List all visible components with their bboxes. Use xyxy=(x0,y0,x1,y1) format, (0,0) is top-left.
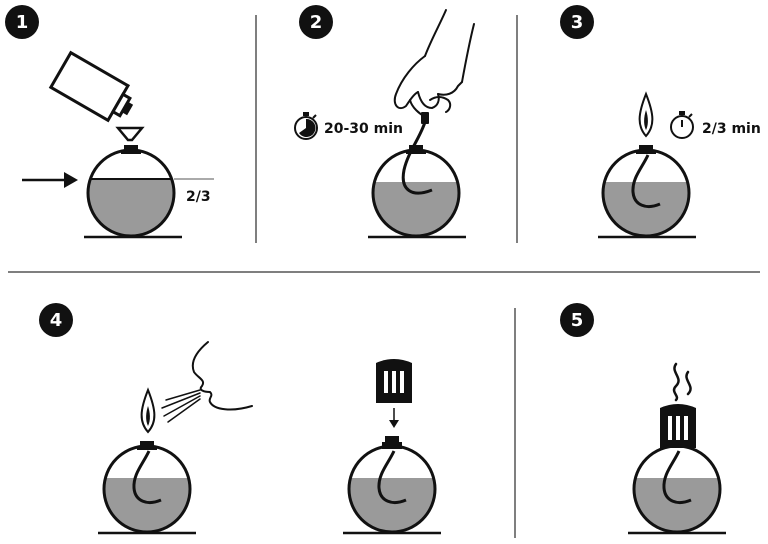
step-5-badge xyxy=(560,303,594,337)
snuffer-cap-icon xyxy=(376,359,412,403)
bottle-icon xyxy=(48,50,134,123)
wick-top xyxy=(421,112,429,124)
lamp-5 xyxy=(628,444,726,535)
step-1-badge xyxy=(5,5,39,39)
arrow-icon xyxy=(389,408,399,428)
funnel-icon xyxy=(115,126,145,142)
lamp-1 xyxy=(84,145,214,239)
burn-time-label: 2/3 min xyxy=(702,121,761,137)
step-2-badge xyxy=(299,5,333,39)
step-2-number: 2 xyxy=(310,12,323,33)
timer-icon xyxy=(670,110,694,139)
step-2: 2 20-30 min xyxy=(294,5,475,239)
snuffer-cap-icon xyxy=(660,404,696,448)
hand-icon xyxy=(393,9,475,117)
step-4-badge xyxy=(39,303,73,337)
arrow-icon xyxy=(22,172,78,188)
step-5: 5 xyxy=(560,303,726,535)
step-1-number: 1 xyxy=(16,12,29,33)
step-3-badge xyxy=(560,5,594,39)
soak-time-label: 20-30 min xyxy=(324,121,403,137)
step-1: 1 2/3 xyxy=(5,5,214,239)
smoke-icon xyxy=(672,362,692,402)
lamp-2 xyxy=(368,121,466,239)
lamp-4b xyxy=(343,436,441,535)
step-5-number: 5 xyxy=(571,310,584,331)
blowing-face-icon xyxy=(191,341,253,411)
fill-level-label: 2/3 xyxy=(186,189,211,205)
step-3: 3 2/3 min xyxy=(560,5,761,239)
flame-icon xyxy=(140,389,156,433)
timer-icon xyxy=(294,111,318,140)
step-4-number: 4 xyxy=(50,310,63,331)
flame-icon xyxy=(638,93,654,137)
lamp-4a xyxy=(98,441,196,535)
step-3-number: 3 xyxy=(571,12,584,33)
lamp-3 xyxy=(598,145,696,239)
step-4: 4 xyxy=(39,303,441,535)
breath-lines xyxy=(161,389,201,423)
